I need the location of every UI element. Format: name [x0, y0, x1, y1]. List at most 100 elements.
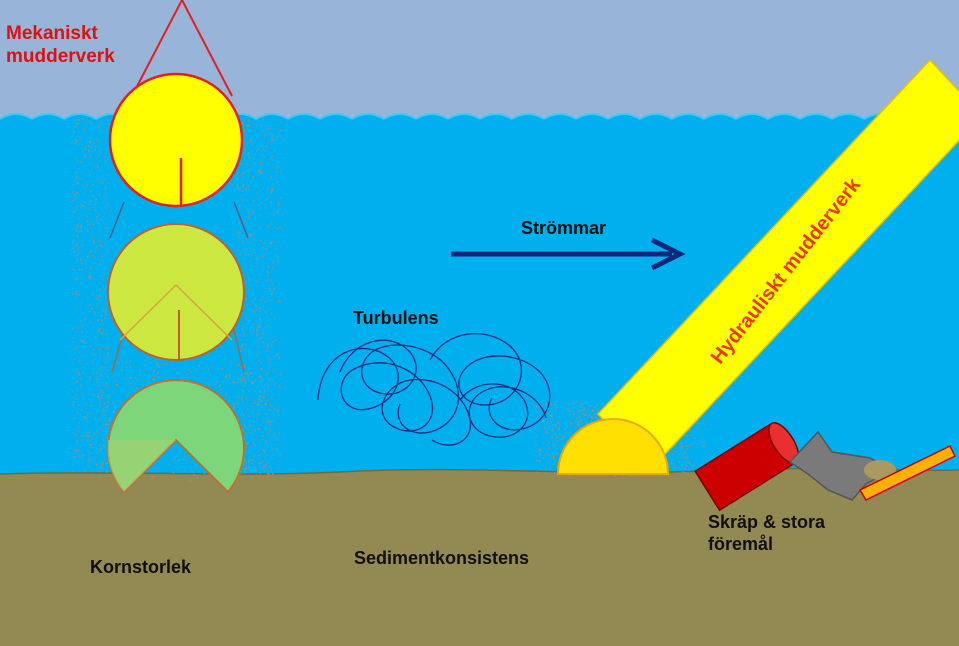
- sediment-particle: [243, 335, 245, 338]
- sediment-particle: [90, 122, 92, 124]
- sediment-particle: [276, 256, 279, 258]
- sediment-particle: [278, 241, 281, 243]
- sediment-particle: [148, 379, 151, 381]
- sediment-particle: [579, 419, 581, 422]
- clamshell-bucket-icon: [108, 72, 244, 208]
- sediment-particle: [226, 378, 229, 380]
- sediment-particle: [92, 224, 94, 226]
- connector-line: [233, 201, 249, 239]
- sediment-particle: [107, 213, 109, 215]
- sediment-particle: [556, 452, 559, 455]
- sediment-particle: [261, 395, 264, 398]
- sediment-particle: [569, 424, 572, 427]
- sediment-particle: [81, 394, 84, 396]
- sediment-particle: [241, 121, 244, 124]
- sediment-particle: [543, 472, 546, 475]
- sediment-particle: [81, 171, 83, 174]
- sediment-particle: [115, 384, 118, 386]
- sediment-particle: [89, 121, 91, 123]
- sediment-particle: [102, 409, 104, 411]
- sediment-particle: [255, 124, 258, 127]
- sediment-particle: [559, 424, 561, 427]
- sediment-particle: [72, 234, 75, 237]
- sediment-particle: [82, 128, 85, 131]
- sediment-particle: [544, 427, 546, 429]
- sediment-particle: [260, 125, 263, 127]
- sediment-particle: [244, 365, 246, 368]
- sediment-particle: [575, 427, 577, 430]
- sediment-particle: [88, 208, 91, 211]
- sediment-particle: [280, 171, 282, 173]
- sediment-particle: [244, 451, 247, 454]
- sediment-particle: [228, 400, 230, 403]
- sediment-particle: [75, 139, 77, 141]
- sediment-particle: [75, 369, 78, 371]
- sediment-particle: [542, 442, 545, 445]
- sediment-particle: [257, 399, 259, 401]
- sediment-particle: [173, 457, 176, 460]
- sediment-particle: [269, 420, 272, 423]
- sediment-particle: [255, 305, 257, 307]
- sediment-particle: [559, 449, 562, 451]
- sediment-particle: [245, 471, 247, 473]
- sediment-particle: [242, 394, 244, 397]
- hydraulic-dredger: [556, 58, 959, 475]
- sediment-particle: [75, 142, 77, 145]
- sediment-particle: [252, 421, 255, 424]
- sediment-particle: [247, 408, 249, 410]
- sediment-particle: [257, 454, 260, 457]
- sediment-particle: [86, 215, 88, 218]
- sediment-particle: [106, 362, 109, 364]
- sediment-particle: [75, 279, 77, 281]
- sediment-particle: [78, 373, 81, 376]
- sediment-particle: [142, 384, 144, 387]
- sediment-particle: [81, 339, 83, 342]
- sediment-particle: [99, 399, 101, 402]
- sediment-particle: [105, 206, 108, 209]
- sediment-particle: [86, 432, 88, 435]
- sediment-particle: [92, 446, 95, 449]
- sediment-particle: [82, 454, 84, 457]
- sediment-particle: [243, 148, 246, 150]
- sediment-particle: [73, 194, 75, 197]
- sediment-particle: [246, 162, 248, 165]
- sediment-particle: [241, 420, 244, 423]
- arrow-right-icon: [451, 237, 686, 271]
- sediment-particle: [94, 353, 97, 356]
- sediment-particle: [80, 206, 82, 209]
- sediment-particle: [92, 240, 95, 242]
- sediment-particle: [104, 213, 106, 215]
- sediment-particle: [191, 471, 193, 473]
- sediment-particle: [91, 438, 94, 440]
- sediment-particle: [109, 420, 111, 422]
- sediment-particle: [243, 376, 246, 379]
- sediment-particle: [569, 421, 571, 423]
- sediment-particle: [84, 305, 87, 308]
- sediment-particle: [89, 251, 91, 253]
- sediment-particle: [253, 199, 255, 202]
- sediment-particle: [583, 408, 586, 410]
- sediment-particle: [264, 287, 266, 289]
- sediment-particle: [242, 479, 244, 481]
- sediment-particle: [586, 411, 588, 414]
- sediment-particle: [235, 366, 237, 368]
- sediment-particle: [564, 428, 567, 430]
- sediment-particle: [254, 390, 256, 393]
- sediment-particle: [271, 406, 273, 409]
- sediment-particle: [76, 243, 78, 245]
- sediment-particle: [253, 310, 256, 313]
- sediment-particle: [571, 422, 573, 425]
- sediment-particle: [273, 149, 276, 152]
- sediment-particle: [158, 366, 161, 368]
- sediment-particle: [267, 279, 269, 281]
- sediment-particle: [77, 247, 79, 250]
- sediment-particle: [692, 466, 694, 468]
- sediment-particle: [674, 450, 677, 453]
- sediment-particle: [103, 196, 106, 198]
- sediment-particle: [129, 377, 131, 379]
- sediment-particle: [74, 157, 77, 159]
- sediment-particle: [561, 439, 563, 441]
- sediment-particle: [95, 381, 98, 383]
- sediment-particle: [271, 298, 273, 301]
- sediment-particle: [550, 415, 552, 417]
